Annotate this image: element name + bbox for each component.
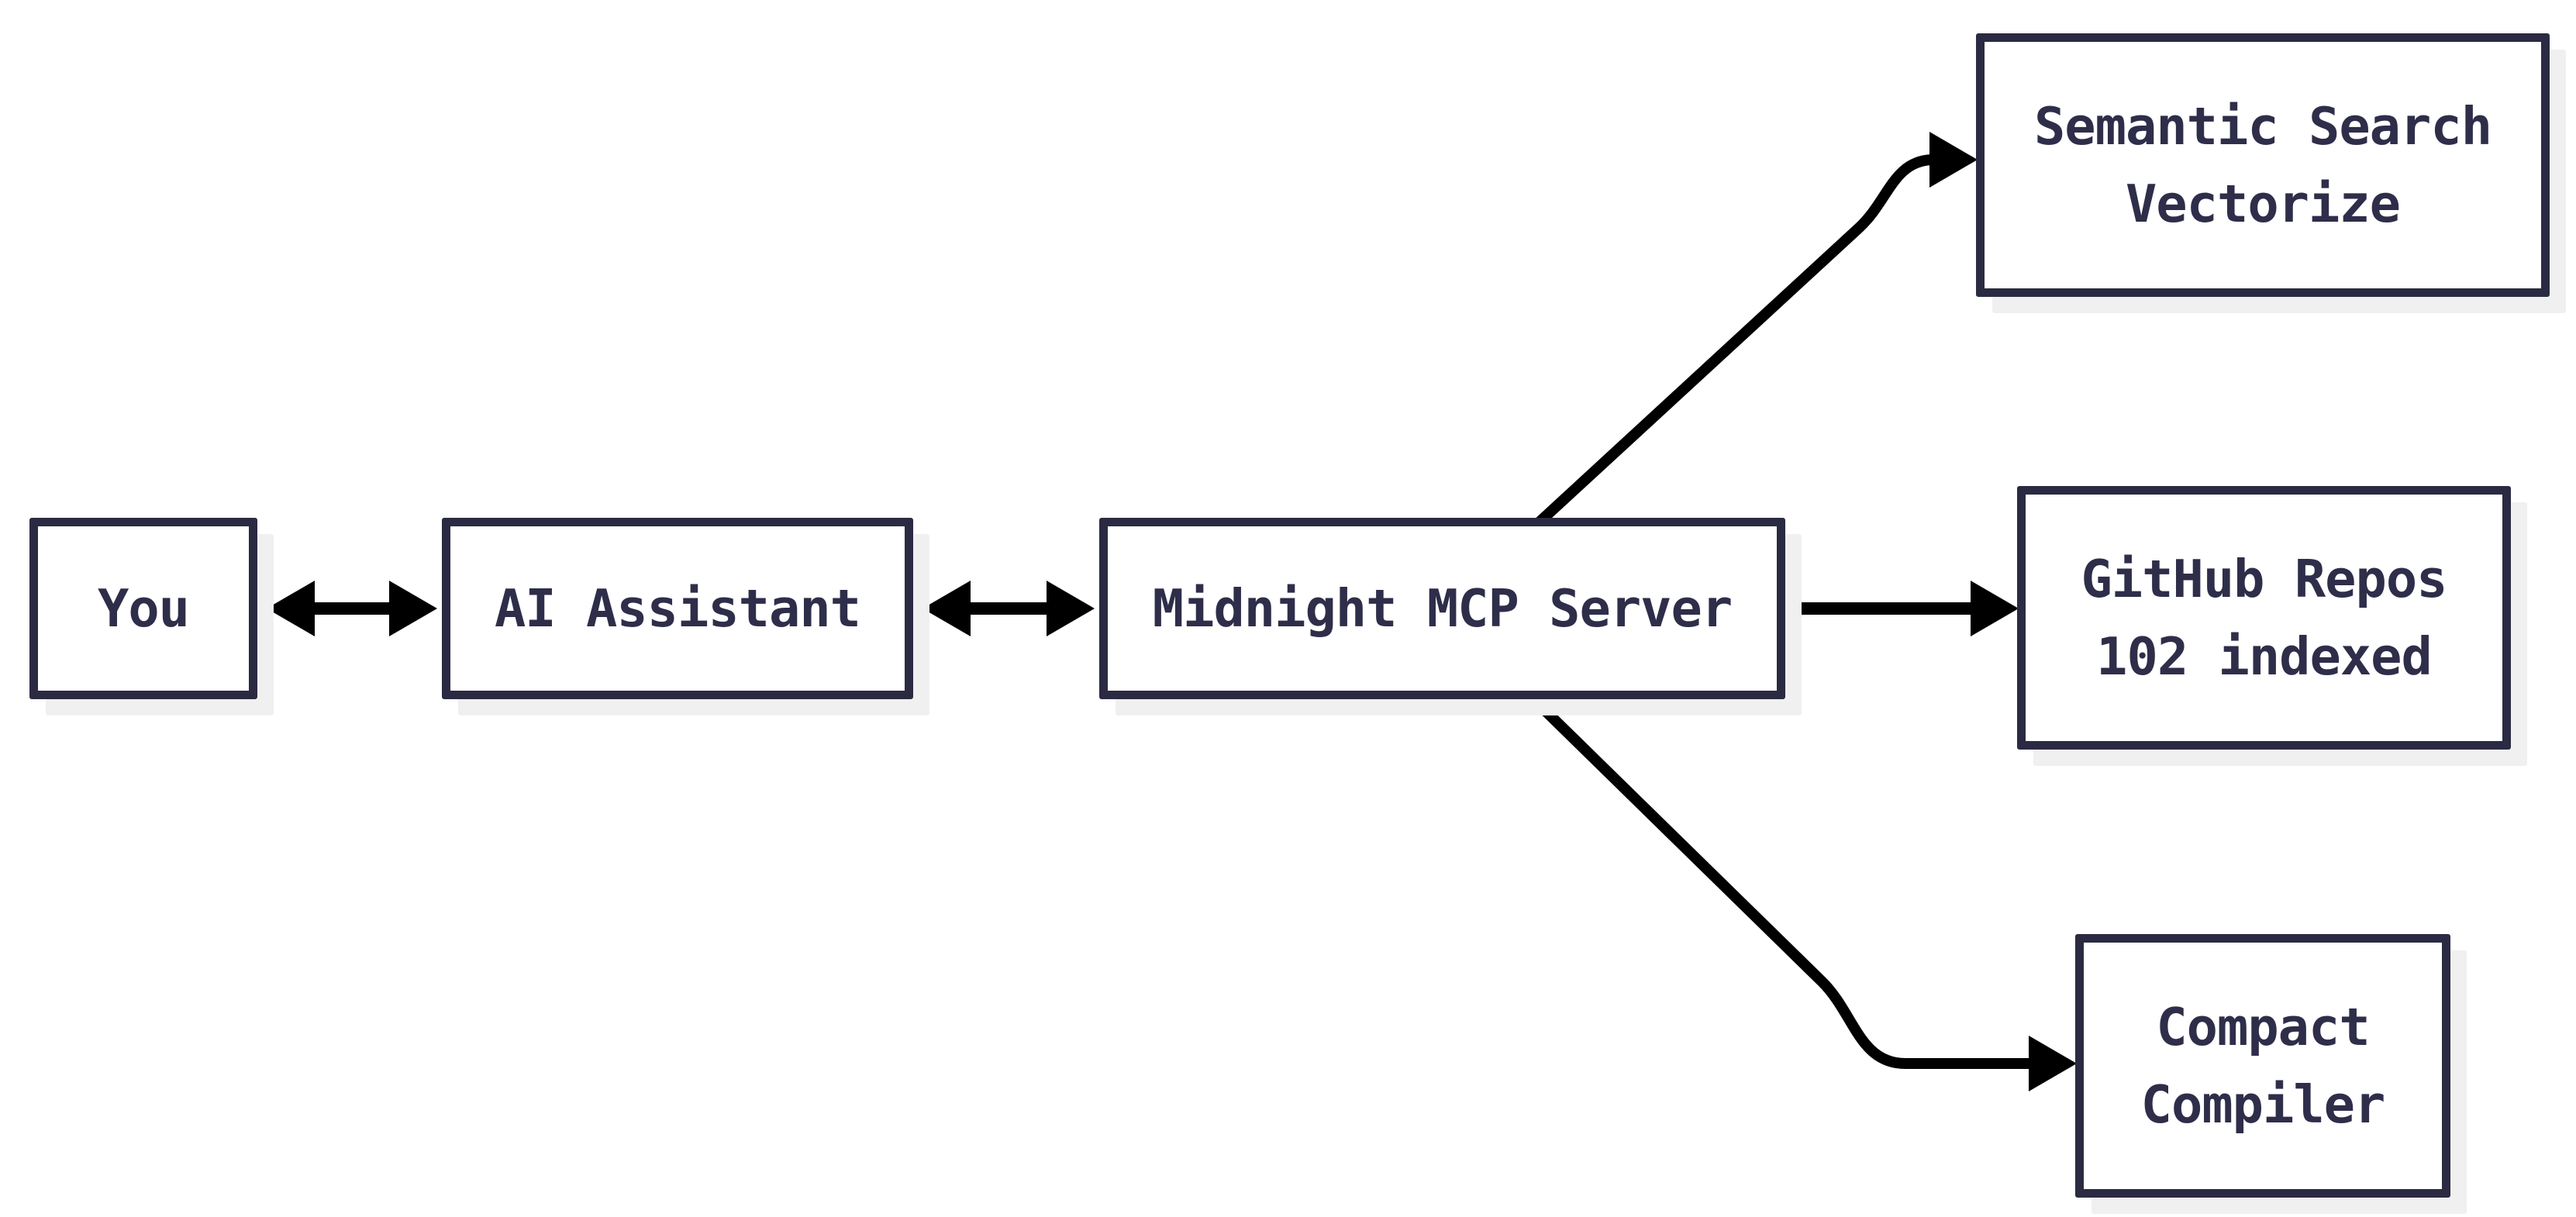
arrow-you-ai-shaft xyxy=(309,602,397,615)
arrow-you-ai-left-head xyxy=(267,581,315,636)
node-compact-compiler-line1: Compact xyxy=(2156,996,2370,1057)
arrow-mcp-semantic-head xyxy=(1929,132,1978,188)
arrow-ai-mcp-left-head xyxy=(922,581,971,636)
arrow-you-ai-right-head xyxy=(389,581,437,636)
arrow-mcp-compact-line xyxy=(1525,690,2031,1069)
node-midnight-mcp-server-label: Midnight MCP Server xyxy=(1152,577,1733,639)
arrow-mcp-github xyxy=(1785,581,2019,636)
node-github-repos: GitHub Repos 102 indexed xyxy=(2017,486,2511,750)
node-semantic-search-vectorize: Semantic Search Vectorize xyxy=(1976,33,2550,297)
node-compact-compiler-line2: Compiler xyxy=(2140,1074,2386,1135)
arrow-ai-mcp xyxy=(922,581,1095,636)
node-midnight-mcp-server: Midnight MCP Server xyxy=(1099,518,1785,699)
arrow-ai-mcp-shaft xyxy=(964,602,1053,615)
arrow-mcp-semantic xyxy=(1533,132,1978,529)
node-semantic-search-line1: Semantic Search xyxy=(2033,95,2492,157)
arrow-mcp-compact xyxy=(1525,690,2077,1091)
arrows-group xyxy=(267,132,2077,1091)
node-you-label: You xyxy=(97,577,190,639)
arrow-mcp-github-head xyxy=(1971,581,2019,636)
node-compact-compiler: Compact Compiler xyxy=(2075,934,2450,1198)
arrow-ai-mcp-right-head xyxy=(1047,581,1095,636)
node-semantic-search-line2: Vectorize xyxy=(2125,174,2401,234)
arrow-mcp-compact-head xyxy=(2029,1036,2077,1091)
arrow-mcp-semantic-line xyxy=(1533,154,1933,529)
node-ai-assistant-label: AI Assistant xyxy=(494,577,861,639)
arrow-you-ai xyxy=(267,581,437,636)
arrow-mcp-github-shaft xyxy=(1785,602,1974,615)
node-you: You xyxy=(29,518,257,699)
node-github-repos-line2: 102 indexed xyxy=(2096,626,2433,687)
node-github-repos-line1: GitHub Repos xyxy=(2081,548,2447,609)
node-ai-assistant: AI Assistant xyxy=(442,518,913,699)
